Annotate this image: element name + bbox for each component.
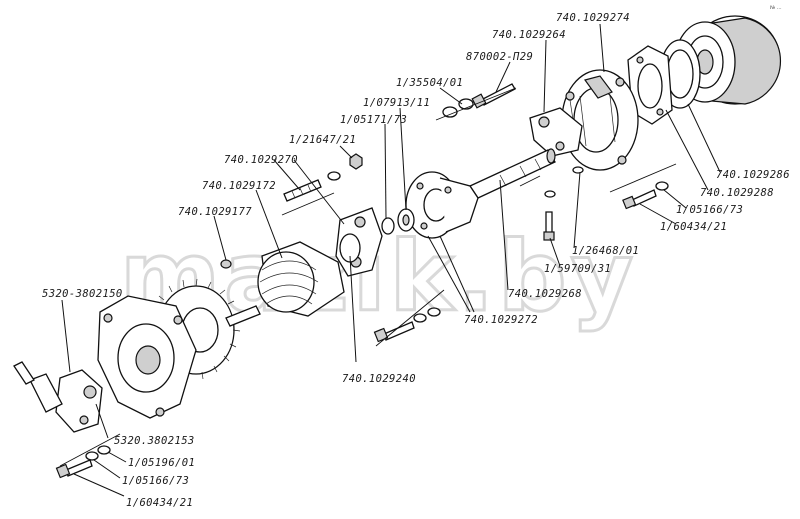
corner-mark: № ... xyxy=(770,5,782,11)
label-870002-p29: 870002-П29 xyxy=(466,51,533,63)
stud xyxy=(283,179,322,202)
label-740-1029286: 740.1029286 xyxy=(716,169,790,181)
leader-lines xyxy=(61,23,721,497)
label-740-1029270: 740.1029270 xyxy=(224,154,298,166)
label-740-1029264: 740.1029264 xyxy=(492,29,566,41)
front-plate xyxy=(405,171,479,239)
mounting-bracket xyxy=(529,107,583,157)
bolt-vertical xyxy=(543,166,584,241)
label-740-1029272: 740.1029272 xyxy=(464,314,538,326)
label-5320-3802153: 5320.3802153 xyxy=(114,435,195,447)
drive-shaft xyxy=(469,148,556,199)
label-1-05196-01: 1/05196/01 xyxy=(128,457,195,469)
label-1-35504-01: 1/35504/01 xyxy=(396,77,463,89)
bolt-right xyxy=(622,181,669,210)
label-5320-3802150: 5320-3802150 xyxy=(42,288,123,300)
pin xyxy=(220,259,232,269)
assembly-axis-lines xyxy=(59,87,677,467)
label-740-1029268: 740.1029268 xyxy=(508,288,582,300)
bolt-center xyxy=(373,307,441,343)
bolt-870002 xyxy=(471,83,516,109)
label-1-05171-73: 1/05171/73 xyxy=(340,114,407,126)
front-cover xyxy=(97,295,197,419)
label-740-1029274: 740.1029274 xyxy=(556,12,630,24)
sensor-unit xyxy=(13,361,103,433)
gear-shaft xyxy=(225,305,261,327)
bolt-lower-left xyxy=(55,445,111,479)
label-1-60434-21-right: 1/60434/21 xyxy=(660,221,727,233)
label-1-26468-01: 1/26468/01 xyxy=(572,245,639,257)
label-1-60434-21-lower: 1/60434/21 xyxy=(126,497,193,509)
label-1-59709-31: 1/59709/31 xyxy=(544,263,611,275)
rear-cover xyxy=(561,69,639,171)
label-1-05166-73-lower: 1/05166/73 xyxy=(122,475,189,487)
label-740-1029177: 740.1029177 xyxy=(178,206,252,218)
label-1-07913-11: 1/07913/11 xyxy=(363,97,430,109)
label-1-21647-21: 1/21647/21 xyxy=(289,134,356,146)
label-740-1029240: 740.1029240 xyxy=(342,373,416,385)
label-740-1029172: 740.1029172 xyxy=(202,180,276,192)
spring-housing xyxy=(257,241,345,317)
label-740-1029288: 740.1029288 xyxy=(700,187,774,199)
nut xyxy=(327,153,363,181)
bearing-set xyxy=(381,208,415,235)
label-1-05166-73-right: 1/05166/73 xyxy=(676,204,743,216)
coupling-block xyxy=(335,207,383,277)
part-labels: 740.1029274 740.1029264 870002-П29 1/355… xyxy=(42,12,790,509)
